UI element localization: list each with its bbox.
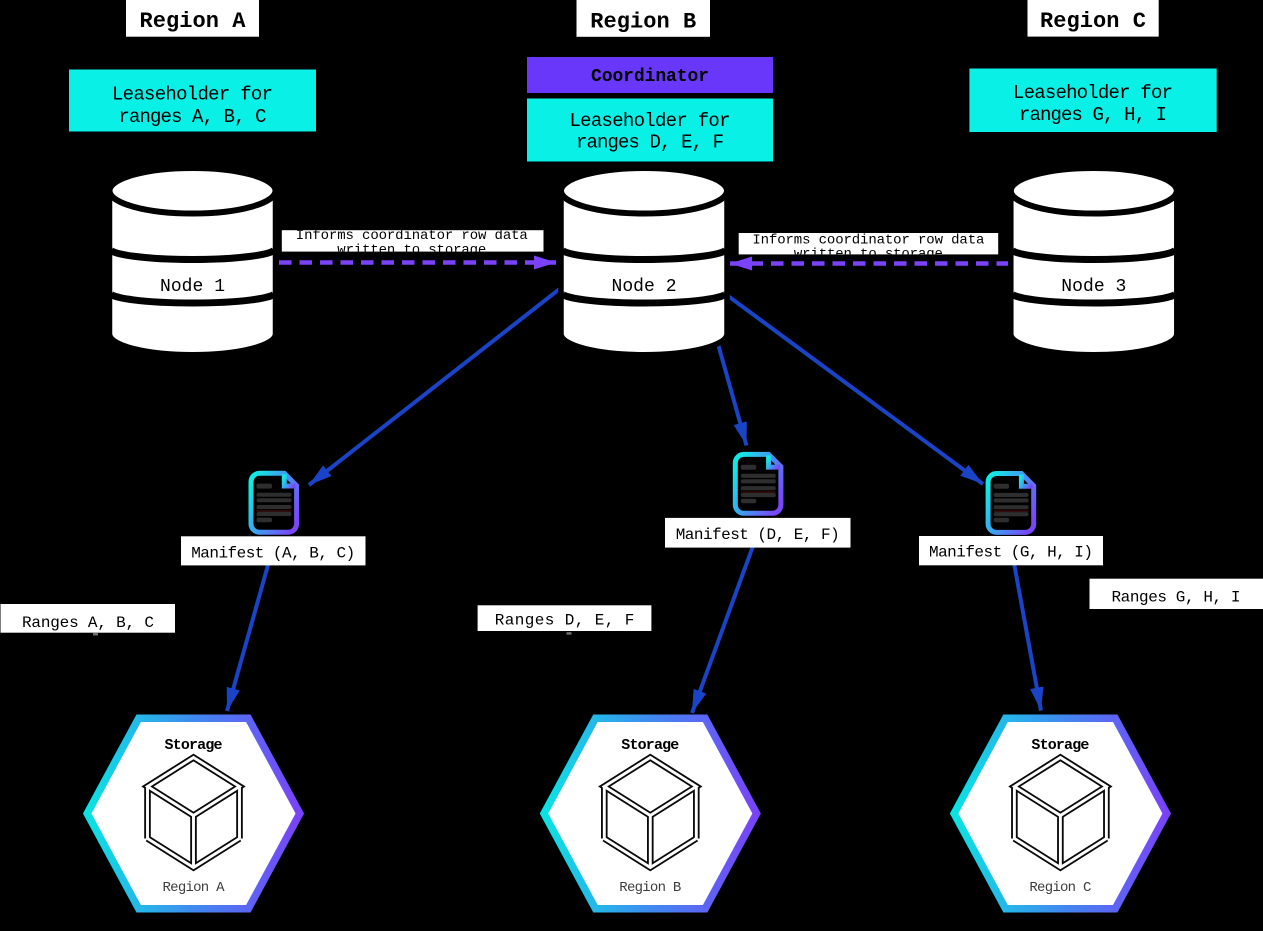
svg-text:ranges G, H, I: ranges G, H, I xyxy=(1019,104,1167,126)
svg-text:Informs coordinator row data: Informs coordinator row data xyxy=(752,232,984,248)
svg-text:Ranges D, E, F: Ranges D, E, F xyxy=(495,612,635,630)
svg-text:Region B: Region B xyxy=(590,9,696,34)
svg-text:Region C: Region C xyxy=(1040,9,1146,34)
svg-text:Region B: Region B xyxy=(619,880,681,896)
svg-text:ranges A, B, C: ranges A, B, C xyxy=(119,106,267,128)
svg-text:Region A: Region A xyxy=(163,880,226,896)
svg-text:Node 2: Node 2 xyxy=(612,277,677,297)
svg-text:Region C: Region C xyxy=(1029,880,1091,896)
svg-text:written to storage: written to storage xyxy=(794,247,943,263)
svg-text:Leaseholder for: Leaseholder for xyxy=(112,84,273,106)
svg-text:Manifest (G, H, I): Manifest (G, H, I) xyxy=(929,544,1093,562)
svg-text:Leaseholder for: Leaseholder for xyxy=(1013,82,1173,104)
svg-text:Manifest (D, E, F): Manifest (D, E, F) xyxy=(676,526,840,544)
svg-text:Manifest (A, B, C): Manifest (A, B, C) xyxy=(191,545,355,563)
svg-text:Node 1: Node 1 xyxy=(160,277,225,297)
svg-text:Ranges G, H, I: Ranges G, H, I xyxy=(1112,589,1241,607)
svg-text:Region A: Region A xyxy=(140,9,247,34)
svg-text:Coordinator: Coordinator xyxy=(591,67,709,87)
svg-text:written to storage: written to storage xyxy=(337,242,486,258)
svg-text:Storage: Storage xyxy=(1031,737,1089,754)
svg-text:Storage: Storage xyxy=(621,737,679,754)
svg-text:Ranges A, B, C: Ranges A, B, C xyxy=(22,614,154,632)
svg-text:ranges D, E, F: ranges D, E, F xyxy=(576,132,724,154)
svg-text:Informs coordinator row data: Informs coordinator row data xyxy=(296,228,528,244)
svg-text:Node 3: Node 3 xyxy=(1061,277,1126,297)
svg-text:Leaseholder for: Leaseholder for xyxy=(570,110,731,132)
svg-text:Storage: Storage xyxy=(165,737,223,754)
